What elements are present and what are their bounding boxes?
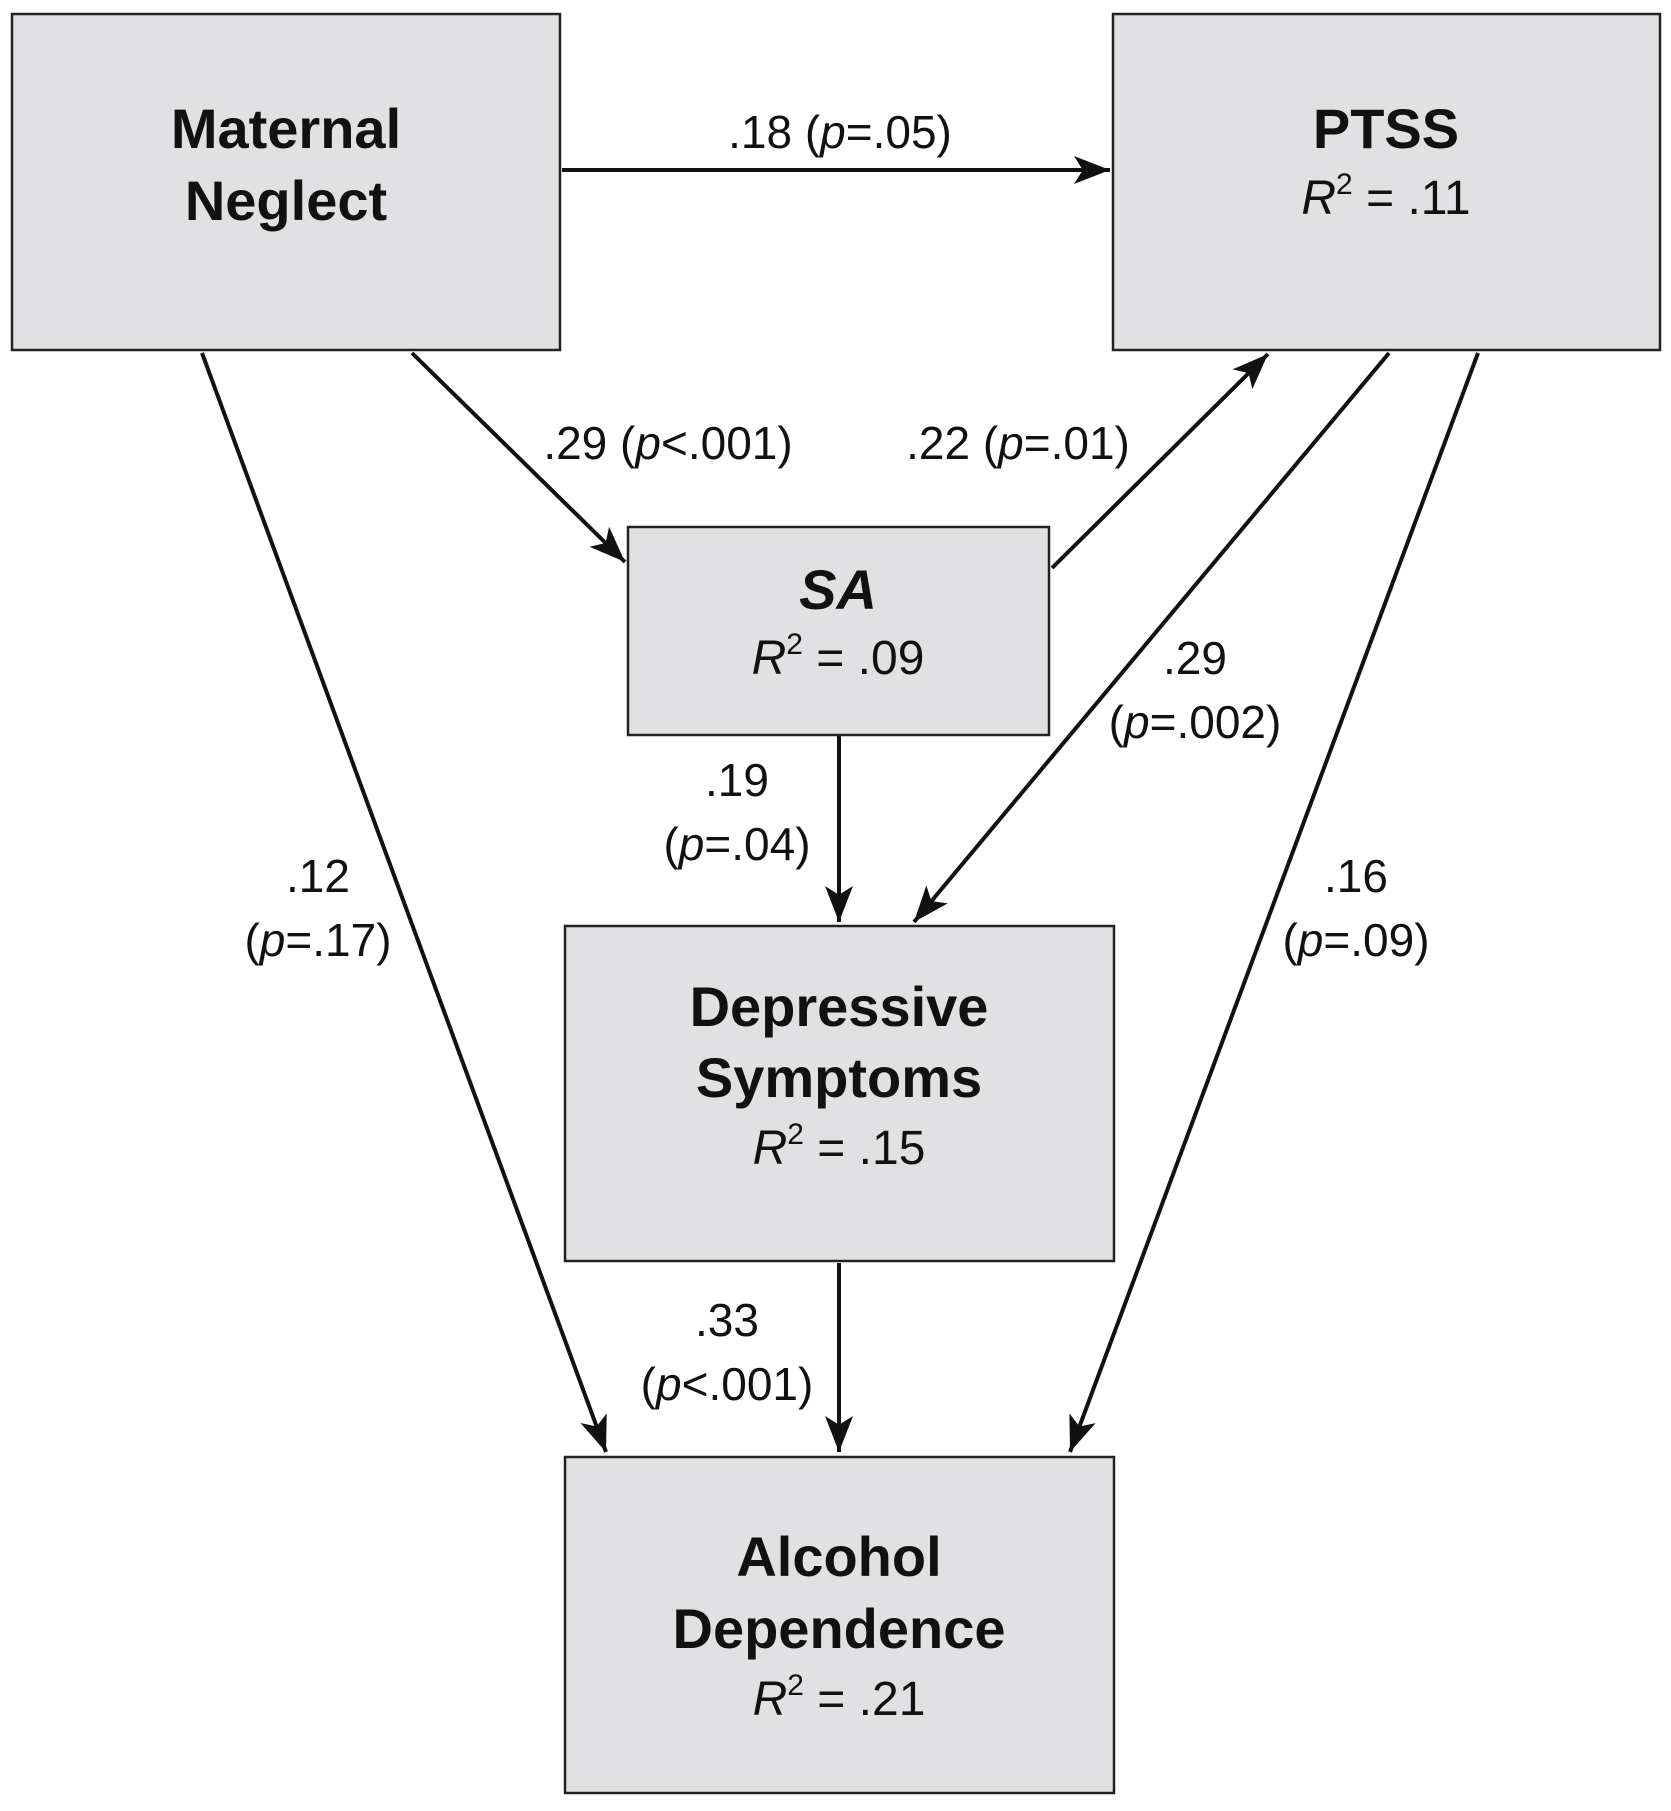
node-maternal-neglect-line2: Neglect <box>185 169 387 232</box>
label-sa-to-depression-coef: .19 <box>705 754 769 806</box>
edge-sa-to-ptss <box>1050 352 1270 570</box>
label-depression-to-alcohol-p: (p<.001) <box>641 1358 814 1410</box>
node-alcohol-dependence-line2: Dependence <box>673 1597 1006 1660</box>
edge-neglect-to-sa <box>410 351 627 564</box>
edge-neglect-to-alcohol <box>200 352 608 1453</box>
node-sa-title: SA <box>799 558 877 621</box>
label-neglect-to-alcohol-coef: .12 <box>286 850 350 902</box>
label-ptss-to-depression-coef: .29 <box>1163 632 1227 684</box>
node-alcohol-dependence-line1: Alcohol <box>736 1525 941 1588</box>
label-ptss-to-depression-p: (p=.002) <box>1109 696 1282 748</box>
edge-ptss-to-alcohol <box>1068 352 1480 1453</box>
node-depressive-symptoms-line1: Depressive <box>690 975 989 1038</box>
node-depressive-symptoms: Depressive Symptoms R2 = .15 <box>563 924 1116 1263</box>
label-neglect-to-alcohol-p: (p=.17) <box>244 914 391 966</box>
node-sa-r2: R2 = .09 <box>752 628 925 685</box>
node-ptss-title: PTSS <box>1313 97 1459 160</box>
node-alcohol-dependence: Alcohol Dependence R2 = .21 <box>563 1455 1116 1795</box>
label-neglect-to-ptss: .18 (p=.05) <box>728 106 952 158</box>
label-depression-to-alcohol-coef: .33 <box>695 1294 759 1346</box>
node-maternal-neglect-line1: Maternal <box>171 97 401 160</box>
label-neglect-to-sa: .29 (p<.001) <box>543 417 792 469</box>
node-maternal-neglect: Maternal Neglect <box>10 12 562 352</box>
label-sa-to-depression-p: (p=.04) <box>663 818 810 870</box>
node-depressive-symptoms-line2: Symptoms <box>696 1046 982 1109</box>
node-ptss: PTSS R2 = .11 <box>1111 12 1662 352</box>
node-depressive-symptoms-r2: R2 = .15 <box>753 1118 926 1175</box>
edge-ptss-to-depression <box>912 351 1391 924</box>
label-ptss-to-alcohol-coef: .16 <box>1324 850 1388 902</box>
node-ptss-r2: R2 = .11 <box>1301 168 1470 225</box>
label-sa-to-ptss: .22 (p=.01) <box>906 417 1130 469</box>
label-ptss-to-alcohol-p: (p=.09) <box>1282 914 1429 966</box>
node-alcohol-dependence-r2: R2 = .21 <box>753 1669 926 1726</box>
node-sa: SA R2 = .09 <box>626 525 1051 737</box>
